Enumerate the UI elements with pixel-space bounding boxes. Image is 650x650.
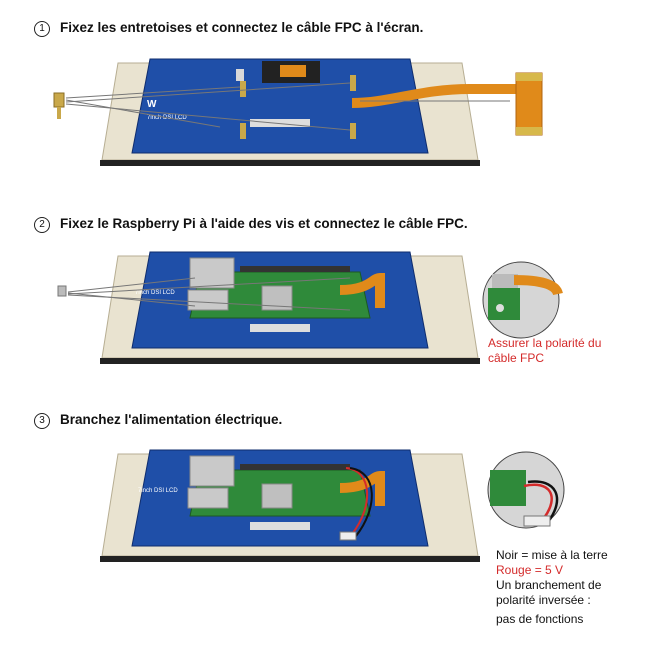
fpc-connector xyxy=(250,119,310,127)
warning-line-3: pas de fonctions xyxy=(496,612,584,626)
standoff xyxy=(240,123,246,139)
standoff xyxy=(350,75,356,91)
step-1-title: 1 Fixez les entretoises et connectez le c… xyxy=(34,20,423,38)
step-3-notes: Noir = mise à la terre Rouge = 5 V Un br… xyxy=(496,548,646,627)
board-label: 7inch DSI LCD xyxy=(135,290,175,296)
power-note: Rouge = 5 V xyxy=(496,563,564,577)
step-2-illustration: 7inch DSI LCD xyxy=(57,251,563,364)
standoff xyxy=(350,123,356,139)
gpio-header xyxy=(240,464,350,470)
usb-ports xyxy=(189,257,235,289)
pointer-line xyxy=(65,86,241,99)
pointer-line xyxy=(65,82,351,103)
ground-note: Noir = mise à la terre xyxy=(496,548,608,562)
fpc-connector xyxy=(250,324,310,332)
step-2-title: 2 Fixez le Raspberry Pi à l'aide des vis … xyxy=(34,216,468,234)
step-1-illustration: W 7inch DSI LCD xyxy=(53,58,543,166)
display-edge xyxy=(100,160,480,166)
step-1-text: Fixez les entretoises et connectez le câ… xyxy=(60,20,424,35)
waveshare-logo: W xyxy=(147,99,157,110)
board-label: 7inch DSI LCD xyxy=(138,488,178,494)
step-3-text: Branchez l'alimentation électrique. xyxy=(60,412,283,427)
gpio-header xyxy=(240,266,350,272)
step-2-note-line-1: Assurer la polarité du xyxy=(488,336,602,350)
standoff xyxy=(240,81,246,97)
step-3-number: 3 xyxy=(34,413,50,429)
step-3-title: 3 Branchez l'alimentation électrique. xyxy=(34,412,282,430)
fpc-cable xyxy=(339,272,385,308)
pointer-line xyxy=(65,99,221,128)
fpc-cable xyxy=(351,84,516,108)
power-connector xyxy=(339,531,357,541)
power-wire-black xyxy=(349,467,373,537)
step-2-number: 2 xyxy=(34,217,50,233)
step-2-note-line-2: câble FPC xyxy=(488,351,545,365)
step-1-number: 1 xyxy=(34,21,50,37)
standalone-fpc-cable xyxy=(515,72,543,136)
loose-standoff-icon xyxy=(53,92,65,108)
soc-chip xyxy=(261,483,293,509)
ethernet-port xyxy=(187,289,229,311)
step-3-illustration: 7inch DSI LCD xyxy=(100,449,565,562)
step-2-text: Fixez le Raspberry Pi à l'aide des vis e… xyxy=(60,216,468,231)
screw-icon xyxy=(57,285,67,297)
fpc-cable xyxy=(339,470,385,506)
top-connector-cable xyxy=(280,65,306,77)
pointer-line xyxy=(65,103,351,131)
step-2-note: Assurer la polarité du câble FPC xyxy=(488,336,601,366)
warning-line-1: Un branchement de xyxy=(496,578,602,592)
warning-line-2: polarité inversée : xyxy=(496,593,591,607)
usb-ports xyxy=(189,455,235,487)
ethernet-port xyxy=(187,487,229,509)
